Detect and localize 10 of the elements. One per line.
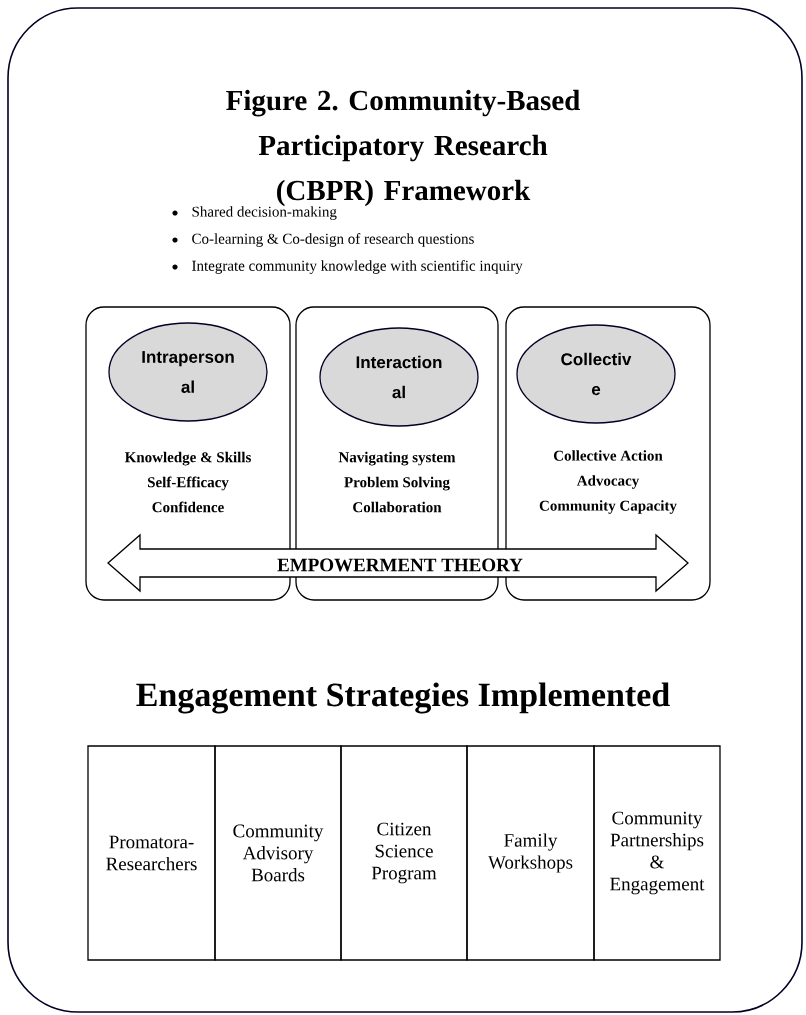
table-cell: Citizen Science Program	[340, 745, 468, 961]
bullet-item: Co-learning & Co-design of research questions	[172, 233, 474, 247]
table-cell: Community Partnerships & Engagement	[593, 745, 721, 961]
title: Figure 2. Community-Based Participatory Research (CBPR) Framework	[226, 89, 580, 207]
table-cell: Family Workshops	[466, 745, 595, 961]
bullet-item: Shared decision-making	[172, 206, 337, 220]
table-cell: Promatora-Researchers	[87, 745, 216, 961]
heading: Engagement Strategies Implemented	[136, 682, 670, 714]
table-cell: Community Advisory Boards	[214, 745, 342, 961]
bullet-item: Integrate community knowledge with scientific inquiry	[172, 260, 523, 274]
